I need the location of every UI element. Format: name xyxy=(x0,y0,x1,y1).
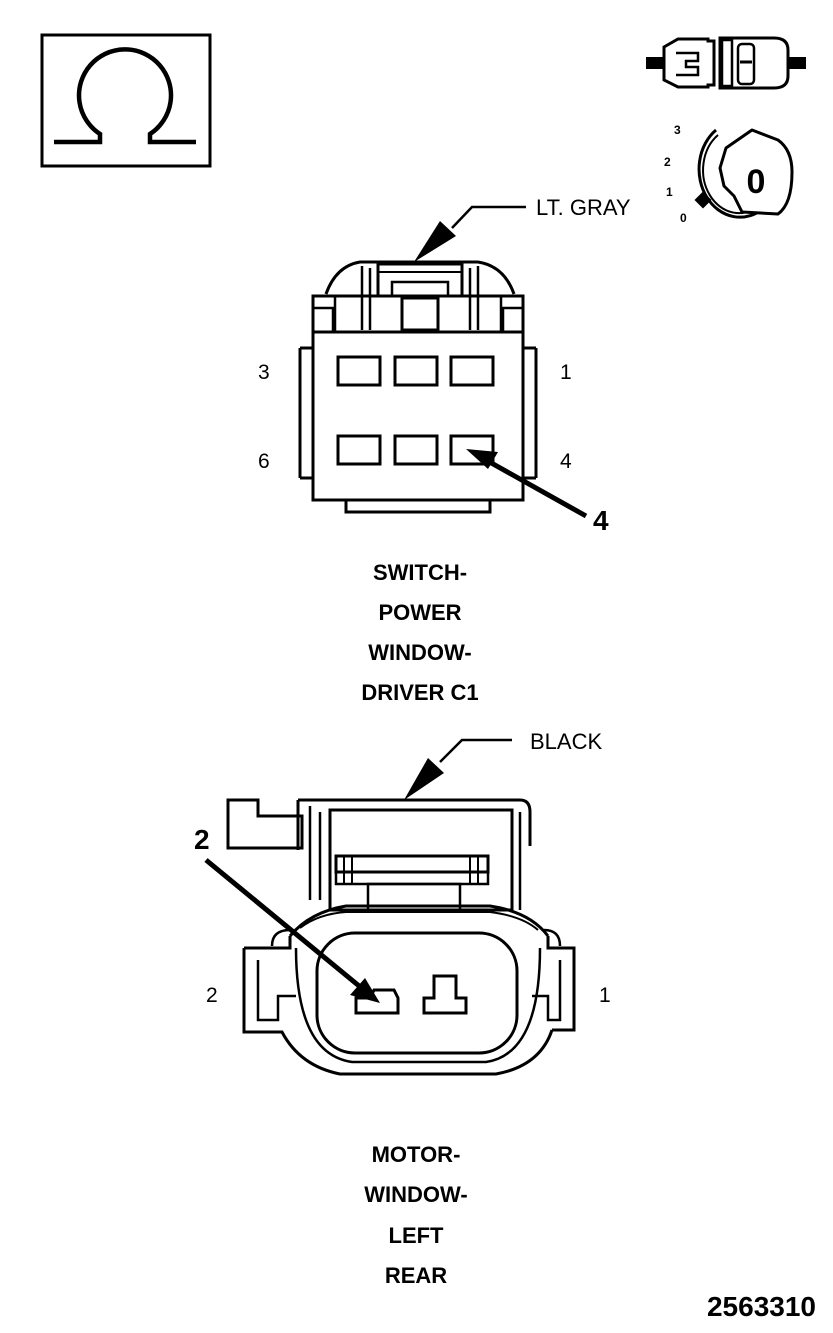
ohm-symbol-icon xyxy=(40,33,212,168)
motor-title-line-3: LEFT xyxy=(389,1223,445,1248)
c1-callout-number: 4 xyxy=(593,505,609,536)
c1-pin-label-3: 3 xyxy=(258,361,270,384)
motor-pin-label-2: 2 xyxy=(206,984,218,1007)
ignition-key-position-icon: 0 3 2 1 0 xyxy=(664,123,794,225)
motor-title-line-4: REAR xyxy=(385,1263,447,1288)
motor-pin-label-1: 1 xyxy=(599,984,611,1007)
motor-connector-drawing xyxy=(204,738,576,1076)
ignition-position-0: 0 xyxy=(680,211,687,225)
connector-c1-drawing xyxy=(298,205,588,519)
ignition-position-1: 1 xyxy=(666,185,673,199)
c1-color-label: LT. GRAY xyxy=(536,195,631,220)
motor-title-line-1: MOTOR- xyxy=(372,1142,461,1167)
c1-title-line-2: POWER xyxy=(378,600,461,625)
ignition-key-label: 0 xyxy=(747,163,766,201)
ignition-position-3: 3 xyxy=(674,123,681,137)
c1-pin-label-6: 6 xyxy=(258,450,270,473)
figure-number: 2563310 xyxy=(707,1291,816,1322)
ignition-position-2: 2 xyxy=(664,155,671,169)
motor-title-line-2: WINDOW- xyxy=(364,1182,467,1207)
c1-title-line-3: WINDOW- xyxy=(368,640,471,665)
motor-color-label: BLACK xyxy=(530,729,602,754)
c1-pin-label-4: 4 xyxy=(560,450,572,473)
c1-pin-label-1: 1 xyxy=(560,361,572,384)
motor-callout-number: 2 xyxy=(194,824,210,855)
c1-title-line-4: DRIVER C1 xyxy=(361,680,478,705)
motor-title: MOTOR- WINDOW- LEFT REAR xyxy=(364,1142,467,1288)
c1-title: SWITCH- POWER WINDOW- DRIVER C1 xyxy=(361,560,478,705)
c1-title-line-1: SWITCH- xyxy=(373,560,467,585)
connector-disconnected-icon xyxy=(646,36,806,90)
